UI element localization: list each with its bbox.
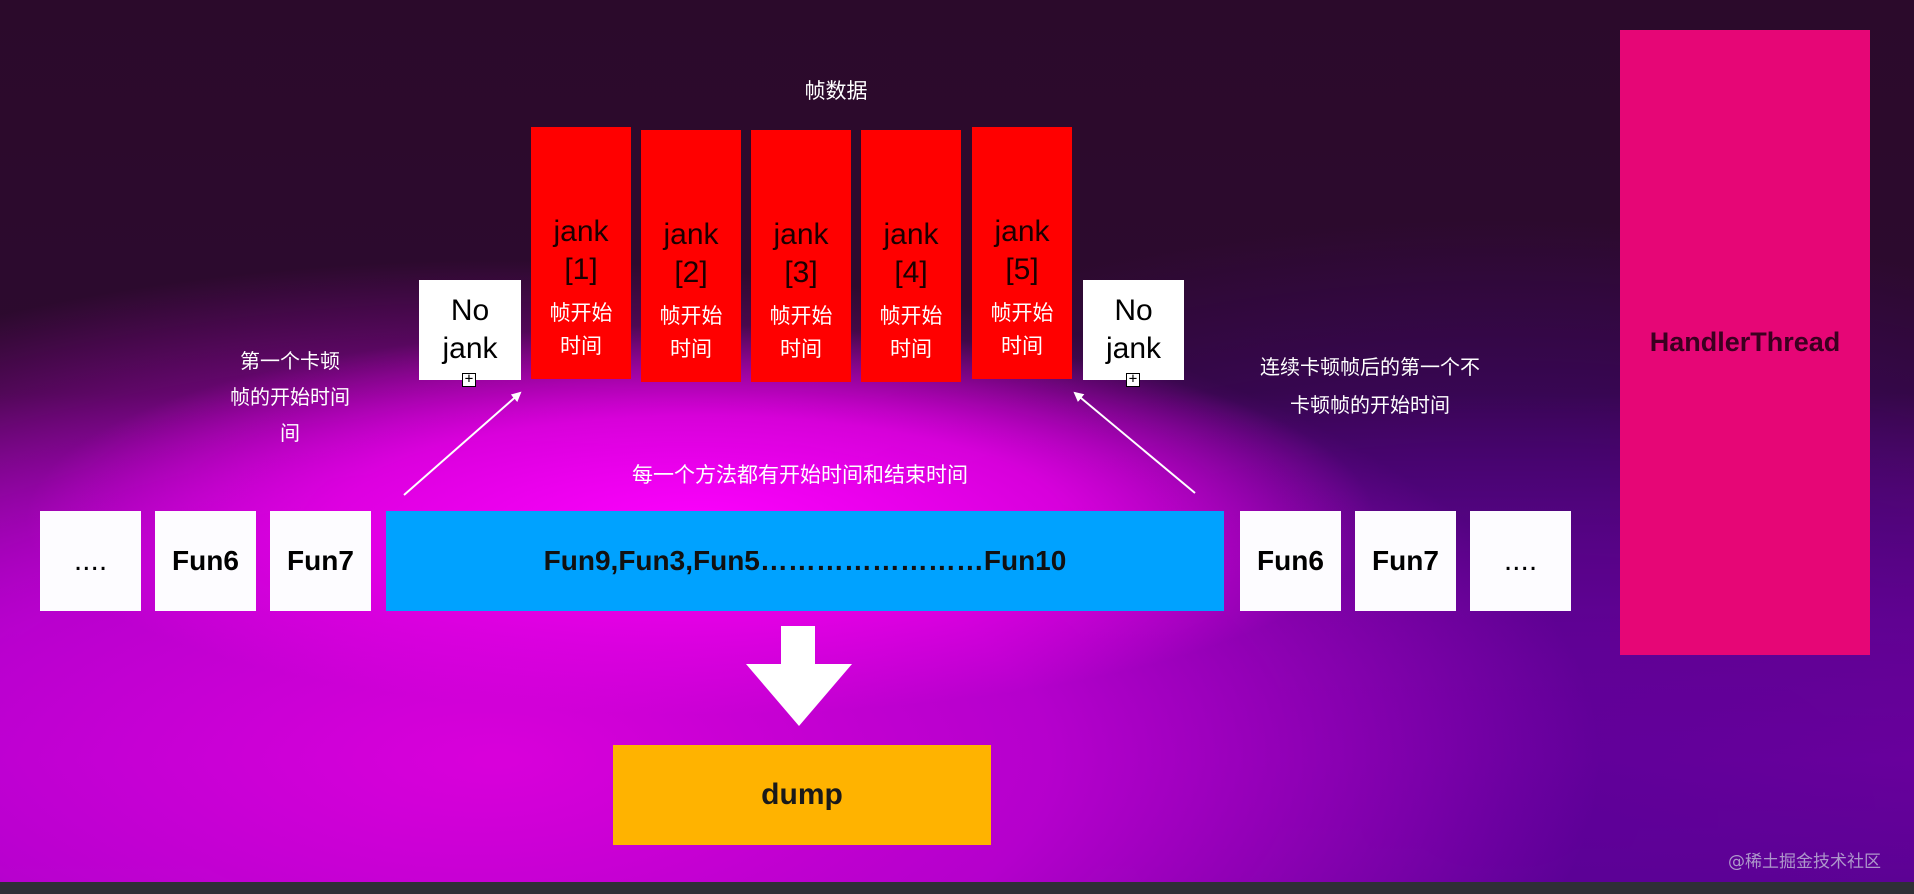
no-jank-right-line1: No — [1114, 294, 1153, 327]
frame-start-line1: 帧开始 — [549, 301, 613, 325]
frame-start-line1: 帧开始 — [879, 304, 943, 328]
jank-index: [4] — [894, 256, 928, 289]
jank-frame-2: jank [2] 帧开始时间 — [641, 130, 741, 382]
watermark: @稀土掘金技术社区 — [1728, 852, 1881, 872]
first-jank-annotation-line1: 第一个卡顿 — [240, 349, 340, 373]
frame-start-time-label: 帧开始时间 — [550, 297, 613, 363]
frame-start-time-label: 帧开始时间 — [770, 300, 833, 366]
dump-box: dump — [613, 745, 991, 845]
method-box-ellipsis-right: .... — [1470, 511, 1571, 611]
method-time-note: 每一个方法都有开始时间和结束时间 — [632, 463, 968, 487]
first-jank-annotation-line2: 帧的开始时间 — [230, 385, 350, 409]
down-arrow-icon — [746, 626, 852, 726]
arrow-to-first-jank — [403, 391, 522, 496]
frame-start-time-label: 帧开始时间 — [991, 297, 1054, 363]
jank-index: [3] — [784, 256, 818, 289]
jank-index: [2] — [674, 256, 708, 289]
first-jank-annotation-line3: 间 — [280, 421, 300, 445]
no-jank-left-line2: jank — [442, 332, 498, 365]
method-box-fun6-left: Fun6 — [155, 511, 256, 611]
handler-thread-box: HandlerThread — [1620, 30, 1870, 655]
arrow-to-first-non-jank — [1073, 391, 1196, 494]
frame-start-line1: 帧开始 — [769, 304, 833, 328]
jank-frame-label: jank [2] — [663, 216, 718, 292]
jank-frame-label: jank [1] — [553, 213, 608, 289]
no-jank-box-right: No jank — [1083, 280, 1184, 380]
frame-data-title: 帧数据 — [804, 79, 868, 103]
jank-index: [1] — [564, 253, 598, 286]
no-jank-box-left: No jank — [419, 280, 521, 380]
jank-label: jank — [883, 218, 939, 251]
jank-frame-label: jank [3] — [773, 216, 828, 292]
jank-frame-label: jank [4] — [883, 216, 938, 292]
first-non-jank-annotation: 连续卡顿帧后的第一个不 卡顿帧的开始时间 — [1220, 348, 1520, 424]
method-box-fun7-right: Fun7 — [1355, 511, 1456, 611]
method-sequence-bar: Fun9,Fun3,Fun5……………………Fun10 — [386, 511, 1224, 611]
jank-label: jank — [773, 218, 829, 251]
first-non-jank-annotation-line1: 连续卡顿帧后的第一个不 — [1260, 355, 1480, 379]
first-jank-annotation: 第一个卡顿 帧的开始时间 间 — [190, 343, 390, 451]
frame-start-line1: 帧开始 — [990, 301, 1054, 325]
frame-start-time-label: 帧开始时间 — [880, 300, 943, 366]
first-non-jank-annotation-line2: 卡顿帧的开始时间 — [1290, 393, 1450, 417]
frame-start-line2: 时间 — [670, 337, 712, 361]
expand-plus-icon[interactable]: + — [1126, 372, 1140, 387]
jank-index: [5] — [1005, 253, 1039, 286]
no-jank-right-line2: jank — [1105, 332, 1162, 365]
jank-label: jank — [994, 215, 1050, 248]
jank-frame-4: jank [4] 帧开始时间 — [861, 130, 961, 382]
frame-start-line2: 时间 — [560, 334, 602, 358]
frame-start-time-label: 帧开始时间 — [660, 300, 723, 366]
method-box-fun6-right: Fun6 — [1240, 511, 1341, 611]
jank-frame-3: jank [3] 帧开始时间 — [751, 130, 851, 382]
bottom-strip — [0, 882, 1914, 894]
method-box-fun7-left: Fun7 — [270, 511, 371, 611]
frame-start-line2: 时间 — [1001, 334, 1043, 358]
expand-plus-icon[interactable]: + — [462, 372, 476, 387]
jank-frame-5: jank [5] 帧开始时间 — [972, 127, 1072, 379]
jank-frame-label: jank [5] — [994, 213, 1049, 289]
jank-label: jank — [663, 218, 719, 251]
frame-start-line2: 时间 — [890, 337, 932, 361]
jank-frame-1: jank [1] 帧开始时间 — [531, 127, 631, 379]
method-box-ellipsis-left: .... — [40, 511, 141, 611]
no-jank-left-line1: No — [450, 294, 490, 327]
frame-start-line2: 时间 — [780, 337, 822, 361]
jank-label: jank — [553, 215, 609, 248]
frame-start-line1: 帧开始 — [659, 304, 723, 328]
